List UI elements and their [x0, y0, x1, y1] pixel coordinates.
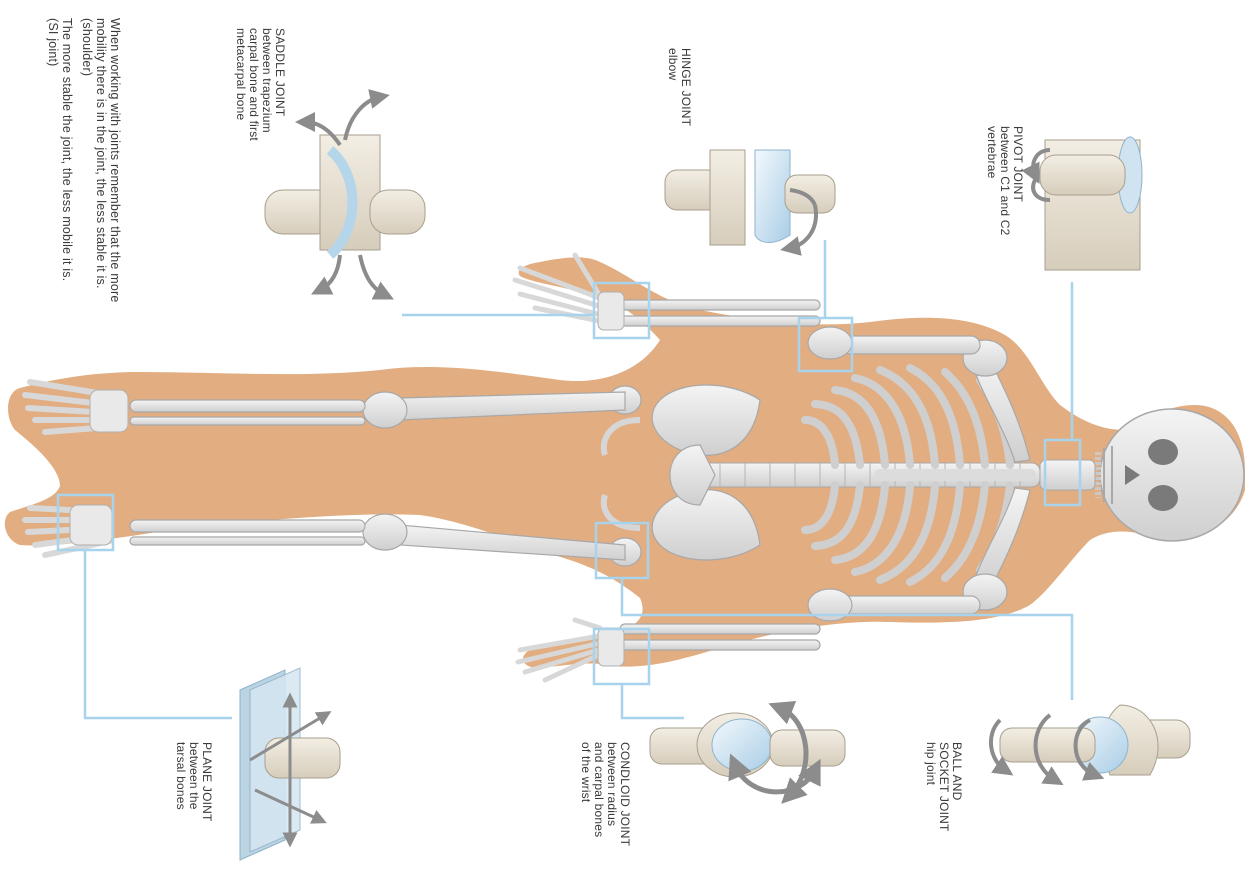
skull: [1098, 409, 1244, 541]
wrist-bones-upper: [598, 292, 624, 330]
pivot-joint-icon: [1033, 137, 1142, 270]
plane-joint-label: PLANE JOINT between the tarsal bones: [174, 742, 213, 822]
condyloid-joint-title: CONDLOID JOINT: [618, 742, 631, 846]
hinge-joint-icon: [665, 150, 835, 248]
pivot-joint-label: PIVOT JOINT between C1 and C2 vertebrae: [985, 126, 1024, 235]
hinge-joint-title: HINGE JOINT: [679, 48, 692, 126]
hinge-joint-label: HINGE JOINT elbow: [666, 48, 692, 126]
ball-socket-joint-icon: [991, 705, 1190, 780]
condyloid-joint-icon: [650, 708, 845, 795]
condyloid-joint-desc-3: of the wrist: [579, 742, 592, 846]
pivot-joint-title: PIVOT JOINT: [1011, 126, 1024, 235]
stability-note: The more stable the joint, the less mobi…: [46, 18, 74, 288]
mobility-note: When working with joints remember that t…: [80, 18, 122, 328]
hinge-joint-desc: elbow: [666, 48, 679, 126]
saddle-joint-desc-3: metacarpal bone: [234, 28, 247, 141]
ankle-bones-upper: [90, 390, 128, 432]
ankle-bones-lower: [70, 505, 112, 545]
condyloid-connector: [622, 684, 684, 718]
condyloid-joint-label: CONDLOID JOINT between radius and carpal…: [579, 742, 631, 846]
plane-connector: [85, 550, 232, 718]
saddle-joint-label: SADDLE JOINT between trapezium carpal bo…: [234, 28, 286, 141]
ball-socket-joint-desc-1: SOCKET JOINT: [937, 742, 950, 832]
plane-joint-desc-1: between the: [187, 742, 200, 822]
plane-joint-desc-2: tarsal bones: [174, 742, 187, 822]
saddle-joint-icon: [265, 97, 425, 295]
plane-joint-title: PLANE JOINT: [200, 742, 213, 822]
saddle-joint-desc-2: carpal bone and first: [247, 28, 260, 141]
mobility-notes: When working with joints remember that t…: [40, 18, 122, 328]
ball-socket-joint-title: BALL AND: [950, 742, 963, 832]
wrist-bones-lower: [598, 628, 624, 666]
ball-socket-joint-label: BALL AND SOCKET JOINT hip joint: [924, 742, 963, 832]
saddle-joint-desc-1: between trapezium: [260, 28, 273, 141]
ball-socket-joint-desc-2: hip joint: [924, 742, 937, 832]
plane-joint-icon: [240, 668, 340, 860]
pivot-joint-desc-1: between C1 and C2: [998, 126, 1011, 235]
pivot-joint-desc-2: vertebrae: [985, 126, 998, 235]
condyloid-joint-desc-2: and carpal bones: [592, 742, 605, 846]
condyloid-joint-desc-1: between radius: [605, 742, 618, 846]
saddle-joint-title: SADDLE JOINT: [273, 28, 286, 141]
